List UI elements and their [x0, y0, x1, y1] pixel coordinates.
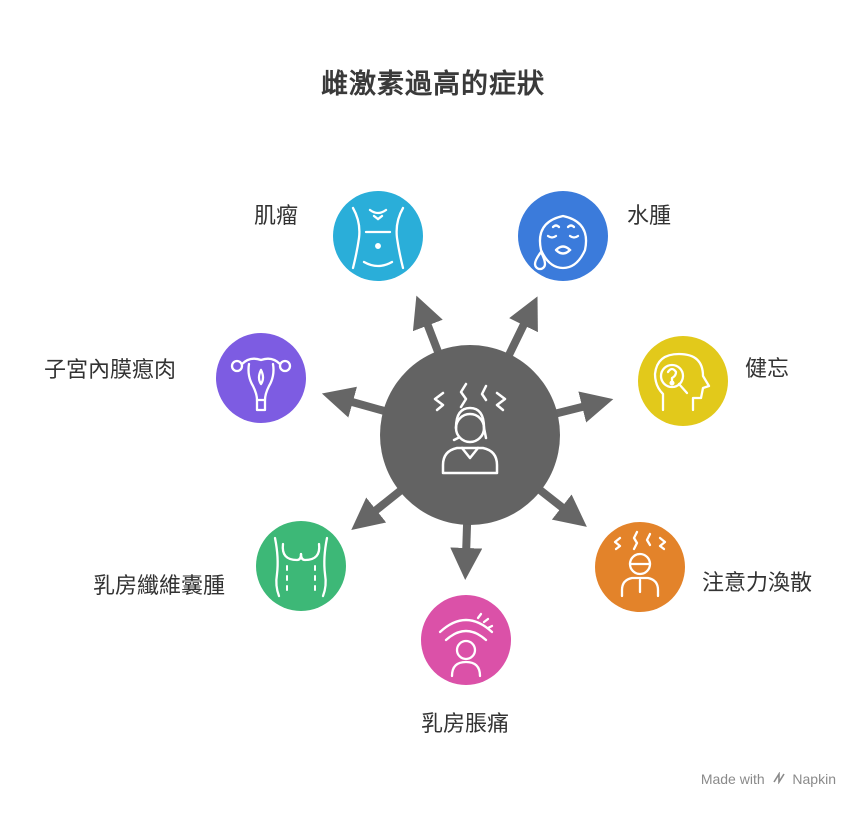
label-breast-cyst: 乳房纖維囊腫: [93, 574, 226, 599]
abdomen-torso-icon: [351, 206, 405, 270]
node-edema: [518, 191, 608, 281]
chest-torso-icon: [273, 536, 329, 598]
napkin-watermark[interactable]: Made with Napkin: [701, 771, 836, 787]
watermark-brand: Napkin: [792, 771, 836, 787]
swollen-face-icon: [533, 214, 588, 271]
head-question-icon: [653, 352, 711, 412]
breast-pain-icon: [438, 612, 494, 678]
node-fibroids: [333, 191, 423, 281]
diagram-title: 雌激素過高的症狀: [321, 69, 545, 100]
watermark-text: Made with: [700, 771, 765, 787]
uterus-icon: [230, 357, 292, 412]
napkin-logo-icon: [772, 771, 785, 787]
node-distraction: [595, 522, 685, 612]
node-breast-pain: [421, 595, 511, 685]
label-edema: 水腫: [627, 204, 672, 229]
label-forgetfulness: 健忘: [745, 357, 790, 382]
label-distraction: 注意力渙散: [702, 571, 813, 596]
node-endometrial-polyp: [216, 333, 306, 423]
stressed-woman-icon: [433, 382, 507, 475]
node-forgetfulness: [638, 336, 728, 426]
label-breast-pain: 乳房脹痛: [421, 712, 510, 737]
label-fibroids: 肌瘤: [254, 204, 299, 229]
stressed-person-icon: [613, 530, 667, 598]
node-breast-cyst: [256, 521, 346, 611]
center-hub: [380, 345, 560, 525]
label-endometrial-polyp: 子宮內膜瘜肉: [44, 358, 177, 383]
